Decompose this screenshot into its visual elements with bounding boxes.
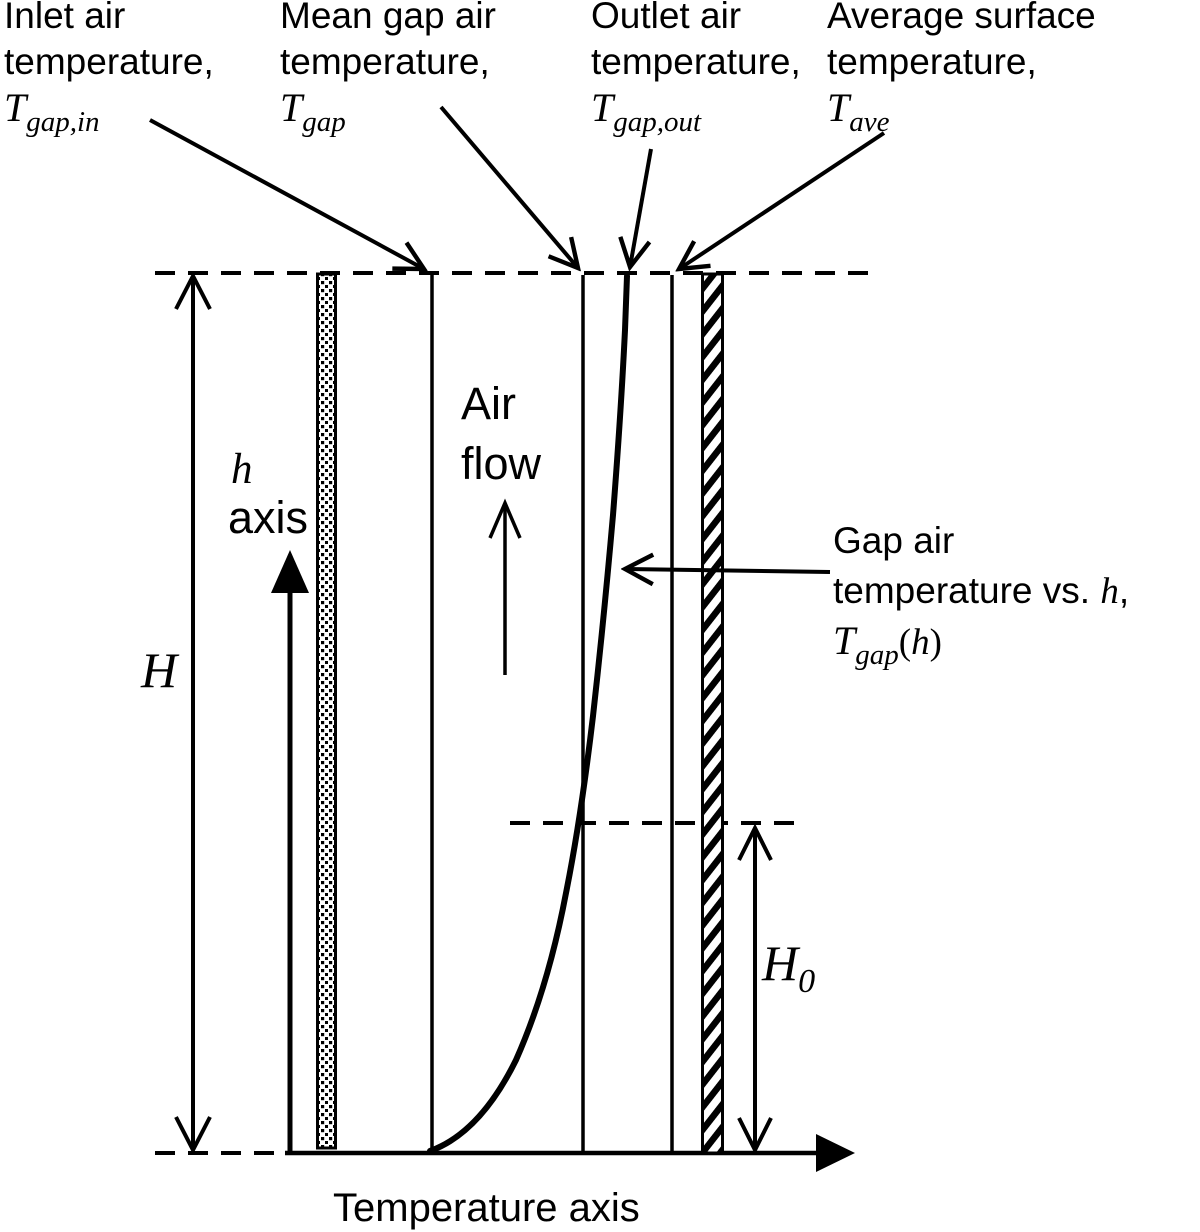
gap-curve-line2: temperature vs. h, <box>833 570 1130 612</box>
inlet-temperature-label: Inlet air temperature, Tgap,in <box>4 0 214 138</box>
hatched-surface-bar <box>701 272 724 1155</box>
inlet-label-line1: Inlet air <box>4 0 126 36</box>
onset-height-label: H0 <box>762 935 816 1000</box>
outlet-symbol: Tgap,out <box>591 85 702 138</box>
outlet-label-line2: temperature, <box>591 41 801 82</box>
average-label-arrow <box>679 131 886 269</box>
gap-curve-pointer-arrow <box>625 569 831 572</box>
average-label-line2: temperature, <box>827 41 1037 82</box>
average-symbol: Tave <box>827 85 890 138</box>
temperature-axis-arrowhead <box>816 1134 855 1172</box>
h0-dimension-arrow <box>737 823 773 1155</box>
air-flow-arrow <box>488 498 522 675</box>
temperature-axis-label: Temperature axis <box>333 1186 640 1230</box>
gap-curve-symbol: Tgap(h) <box>833 618 942 671</box>
mean-symbol: Tgap <box>280 85 346 138</box>
h-axis-word: axis <box>228 492 309 543</box>
H-dimension-arrow <box>174 271 212 1155</box>
outlet-temperature-label: Outlet air temperature, Tgap,out <box>591 0 801 138</box>
inlet-label-line2: temperature, <box>4 41 214 82</box>
outlet-label-arrow <box>630 148 653 267</box>
mean-label-line1: Mean gap air <box>280 0 496 36</box>
gap-curve-annotation: Gap air temperature vs. h, Tgap(h) <box>833 516 1130 671</box>
average-label-line1: Average surface <box>827 0 1096 36</box>
average-surface-temperature-label: Average surface temperature, Tave <box>827 0 1096 138</box>
mean-label-arrow <box>439 105 578 268</box>
h-axis-symbol: h <box>231 446 253 493</box>
h-axis-arrow <box>271 550 309 1153</box>
outlet-label-line1: Outlet air <box>591 0 742 36</box>
mean-temperature-label: Mean gap air temperature, Tgap <box>280 0 496 138</box>
stippled-cover-bar <box>316 272 337 1150</box>
air-flow-label: Air flow <box>461 378 542 489</box>
gap-temperature-curve <box>427 273 630 1154</box>
gap-curve-line1: Gap air <box>833 520 955 561</box>
total-height-label: H <box>141 642 178 698</box>
inlet-symbol: Tgap,in <box>4 85 100 138</box>
inlet-label-arrow <box>149 118 424 269</box>
mean-label-line2: temperature, <box>280 41 490 82</box>
